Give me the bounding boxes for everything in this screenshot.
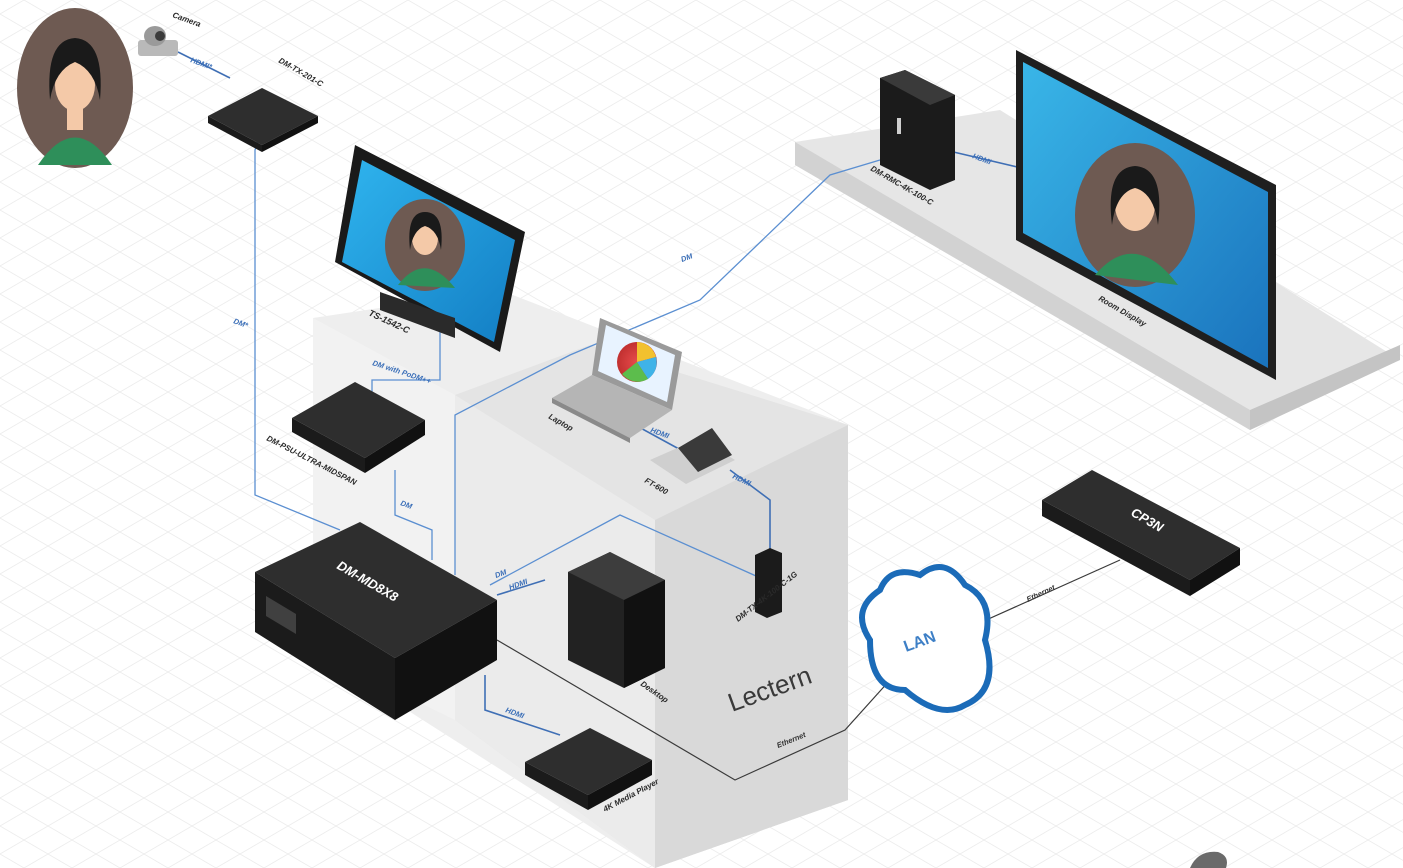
cable-label-dm-psu: DM (399, 498, 414, 511)
cp3n-processor (1042, 470, 1240, 596)
user-avatar-icon (17, 8, 133, 168)
pie-chart-icon (617, 342, 657, 382)
ts-1542-touchscreen (335, 145, 525, 352)
desktop-device (568, 552, 665, 688)
dm-md8x8-switcher (255, 522, 497, 720)
ft-600-device (650, 428, 735, 484)
media-player-device (525, 728, 652, 810)
cloud-icon (859, 564, 993, 713)
camera-icon (138, 26, 178, 56)
brand-logo-icon (1190, 851, 1227, 868)
cables (177, 51, 1121, 781)
cable-label-dm-rmc: DM (680, 251, 695, 264)
room-display (1016, 50, 1276, 380)
dm-rmc-device (880, 70, 955, 190)
dm-tx-201-device (208, 88, 318, 152)
dm-tx-4k-device (755, 548, 782, 618)
dm-psu-device (292, 382, 425, 473)
cable-label-dm-tx: DM (494, 567, 509, 580)
